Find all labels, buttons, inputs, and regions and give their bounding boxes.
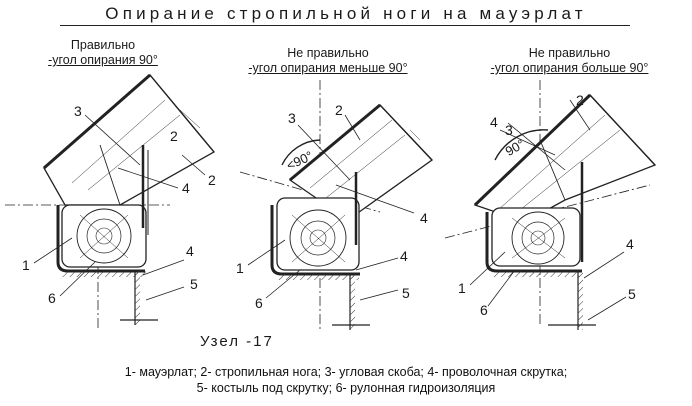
leader-3	[297, 124, 351, 181]
label-3: 3	[505, 122, 513, 138]
leader-4b	[355, 257, 399, 271]
detail-correct	[5, 73, 215, 330]
leader-3	[84, 114, 141, 166]
wall	[277, 274, 370, 330]
label-5: 5	[628, 286, 636, 302]
label-1: 1	[236, 260, 244, 276]
wall	[492, 271, 596, 330]
detail-less-90	[239, 80, 433, 330]
leader-5	[145, 286, 185, 301]
leader-2	[344, 114, 361, 141]
mauerlat	[276, 197, 360, 271]
label-1: 1	[22, 257, 30, 273]
mauerlat	[61, 204, 147, 268]
label-4: 4	[490, 114, 498, 130]
label-4: 4	[186, 243, 194, 259]
leader-1	[247, 239, 286, 266]
label-6: 6	[255, 295, 263, 311]
label-2: 2	[170, 128, 178, 144]
leader-6	[59, 261, 96, 297]
label-6: 6	[48, 290, 56, 306]
leader-6	[487, 269, 516, 307]
rafter	[473, 93, 657, 223]
caption-line1: Не правильно	[528, 46, 611, 60]
label-3: 3	[288, 110, 296, 126]
label-4: 4	[182, 180, 190, 196]
leader-2	[569, 99, 591, 131]
leader-4b	[583, 251, 625, 279]
diagram-title: Опирание стропильной ноги на мауэрлат	[105, 4, 587, 23]
caption-line1: Не правильно	[287, 46, 369, 60]
label-5: 5	[402, 285, 410, 301]
leader-4	[117, 167, 179, 189]
rafter	[43, 73, 215, 206]
caption-line2: -угол опирания меньше 90°	[248, 61, 408, 75]
label-4: 4	[420, 210, 428, 226]
label-3: 3	[74, 103, 82, 119]
caption-less-90: Не правильно -угол опирания меньше 90°	[238, 46, 418, 76]
mauerlat	[491, 207, 581, 267]
leader-1	[33, 237, 73, 264]
label-4: 4	[400, 248, 408, 264]
leader-1	[469, 251, 506, 286]
label-2: 2	[208, 172, 216, 188]
leader-4	[335, 184, 415, 214]
label-1: 1	[458, 280, 466, 296]
caption-line1: Правильно	[70, 38, 136, 52]
rafter	[288, 103, 433, 221]
detail-more-90	[444, 80, 657, 330]
node-label: Узел -17	[200, 333, 274, 350]
label-4: 4	[626, 236, 634, 252]
wall	[62, 271, 158, 325]
legend-line-2: 5- костыль под скрутку; 6- рулонная гидр…	[196, 381, 496, 395]
angle-arc	[281, 139, 321, 166]
leader-5	[359, 289, 399, 301]
label-2: 2	[335, 102, 343, 118]
caption-line2: -угол опирания больше 90°	[490, 61, 649, 75]
label-5: 5	[190, 276, 198, 292]
legend-line-1: 1- мауэрлат; 2- стропильная нога; 3- угл…	[124, 365, 568, 379]
leader-5	[587, 296, 627, 321]
caption-correct: Правильно -угол опирания 90°	[38, 38, 168, 68]
caption-more-90: Не правильно -угол опирания больше 90°	[472, 46, 667, 76]
label-2: 2	[576, 92, 584, 108]
leader-4	[499, 129, 556, 156]
label-6: 6	[480, 302, 488, 318]
leader-6	[265, 269, 301, 299]
leader-4b	[142, 259, 185, 276]
leader-2	[181, 154, 206, 176]
caption-line2: -угол опирания 90°	[48, 53, 158, 67]
axis-horizontal	[444, 184, 651, 239]
angle-arc	[494, 129, 549, 161]
title-underline	[60, 25, 630, 26]
